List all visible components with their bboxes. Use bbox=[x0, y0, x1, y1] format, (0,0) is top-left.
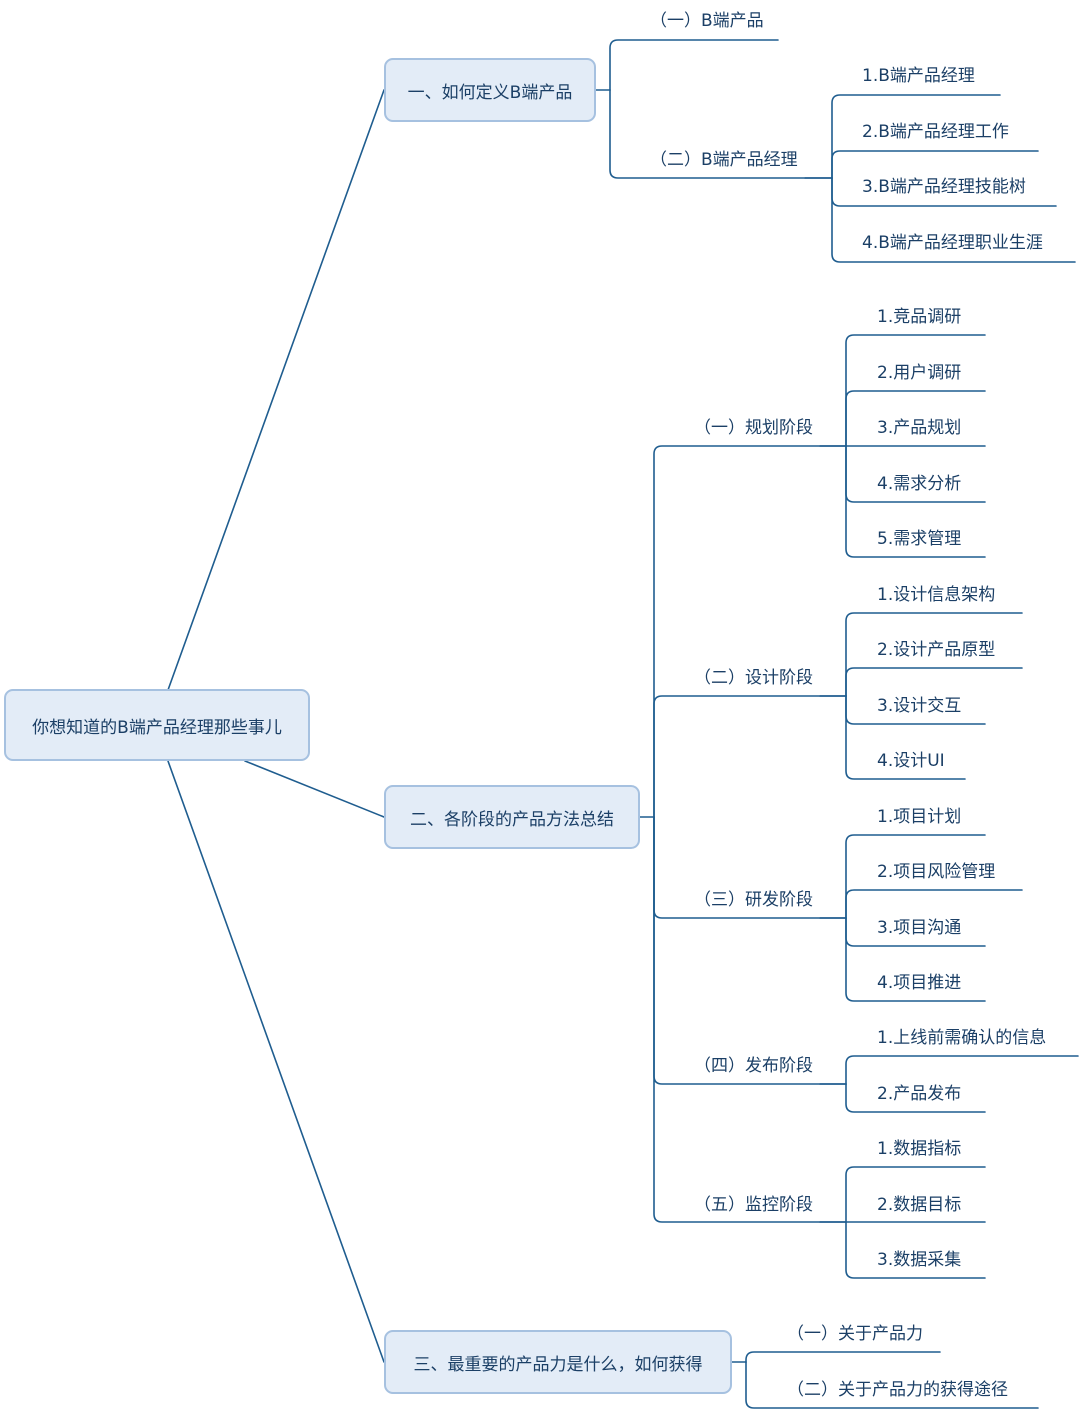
branch2-sub5-link bbox=[845, 1221, 986, 1279]
leaf-label[interactable]: 2.项目风险管理 bbox=[877, 862, 996, 882]
branch2-sub4-link bbox=[845, 1055, 1079, 1085]
branch-topic-product-power[interactable]: 三、最重要的产品力是什么，如何获得 bbox=[384, 1330, 732, 1394]
branch2-sub1-link bbox=[845, 445, 986, 558]
leaf-label[interactable]: 3.产品规划 bbox=[877, 418, 962, 438]
branch2-sub5-link bbox=[845, 1166, 986, 1223]
branch-topic-label: 三、最重要的产品力是什么，如何获得 bbox=[413, 1354, 703, 1375]
subtopic-label[interactable]: （一）B端产品 bbox=[650, 11, 764, 31]
branch2-sub2-link bbox=[845, 695, 966, 780]
leaf-label[interactable]: 4.项目推进 bbox=[877, 973, 962, 993]
branch1-sub2-link bbox=[831, 177, 1076, 263]
leaf-label[interactable]: 3.数据采集 bbox=[877, 1250, 962, 1270]
branch2-link bbox=[653, 695, 847, 818]
branch1-link bbox=[609, 89, 833, 179]
branch2-sub2-link bbox=[845, 667, 1023, 697]
subtopic-label[interactable]: （三）研发阶段 bbox=[694, 890, 813, 910]
leaf-label[interactable]: 4.B端产品经理职业生涯 bbox=[862, 233, 1043, 253]
branch3-link bbox=[745, 1361, 1039, 1409]
leaf-label[interactable]: 3.项目沟通 bbox=[877, 918, 962, 938]
branch2-sub1-link bbox=[845, 390, 986, 447]
branch2-sub3-link bbox=[845, 834, 986, 919]
leaf-label[interactable]: 4.设计UI bbox=[877, 751, 945, 771]
branch1-sub2-link bbox=[831, 150, 1039, 179]
leaf-label[interactable]: 5.需求管理 bbox=[877, 529, 962, 549]
leaf-label[interactable]: 1.数据指标 bbox=[877, 1139, 962, 1159]
subtopic-label[interactable]: （四）发布阶段 bbox=[694, 1056, 813, 1076]
branch2-link bbox=[653, 816, 847, 1085]
subtopic-label[interactable]: （一）规划阶段 bbox=[694, 418, 813, 438]
branch2-sub1-link bbox=[845, 334, 986, 447]
branch2-sub3-link bbox=[845, 889, 1023, 919]
subtopic-label[interactable]: （二）关于产品力的获得途径 bbox=[787, 1380, 1008, 1400]
branch2-sub2-link bbox=[845, 612, 1023, 697]
leaf-label[interactable]: 3.设计交互 bbox=[877, 696, 962, 716]
branch2-link bbox=[653, 816, 847, 1223]
root-topic[interactable]: 你想知道的B端产品经理那些事儿 bbox=[4, 689, 310, 761]
leaf-label[interactable]: 1.竞品调研 bbox=[877, 307, 962, 327]
root-link-define bbox=[167, 89, 385, 691]
root-link-methods bbox=[244, 760, 385, 818]
subtopic-label[interactable]: （五）监控阶段 bbox=[694, 1195, 813, 1215]
subtopic-label[interactable]: （二）设计阶段 bbox=[694, 668, 813, 688]
leaf-label[interactable]: 1.上线前需确认的信息 bbox=[877, 1028, 1047, 1048]
branch-topic-methods[interactable]: 二、各阶段的产品方法总结 bbox=[384, 785, 640, 849]
root-link-product-power bbox=[167, 760, 385, 1363]
leaf-label[interactable]: 2.设计产品原型 bbox=[877, 640, 996, 660]
leaf-label[interactable]: 2.B端产品经理工作 bbox=[862, 122, 1009, 142]
branch1-sub2-link bbox=[831, 94, 1001, 179]
leaf-label[interactable]: 1.项目计划 bbox=[877, 807, 962, 827]
branch2-sub4-link bbox=[845, 1083, 986, 1113]
branch-topic-label: 二、各阶段的产品方法总结 bbox=[410, 809, 614, 830]
leaf-label[interactable]: 3.B端产品经理技能树 bbox=[862, 177, 1026, 197]
root-topic-label: 你想知道的B端产品经理那些事儿 bbox=[32, 717, 282, 738]
leaf-label[interactable]: 2.用户调研 bbox=[877, 363, 962, 383]
leaf-label[interactable]: 1.设计信息架构 bbox=[877, 585, 996, 605]
branch3-link bbox=[745, 1351, 941, 1363]
branch-topic-label: 一、如何定义B端产品 bbox=[407, 82, 573, 103]
leaf-label[interactable]: 2.数据目标 bbox=[877, 1195, 962, 1215]
leaf-label[interactable]: 1.B端产品经理 bbox=[862, 66, 975, 86]
subtopic-label[interactable]: （二）B端产品经理 bbox=[650, 150, 798, 170]
branch2-link bbox=[653, 445, 847, 818]
leaf-label[interactable]: 2.产品发布 bbox=[877, 1084, 962, 1104]
branch2-sub3-link bbox=[845, 917, 986, 1002]
branch-topic-define[interactable]: 一、如何定义B端产品 bbox=[384, 58, 596, 122]
subtopic-label[interactable]: （一）关于产品力 bbox=[787, 1324, 923, 1344]
leaf-label[interactable]: 4.需求分析 bbox=[877, 474, 962, 494]
branch1-link bbox=[609, 39, 779, 91]
